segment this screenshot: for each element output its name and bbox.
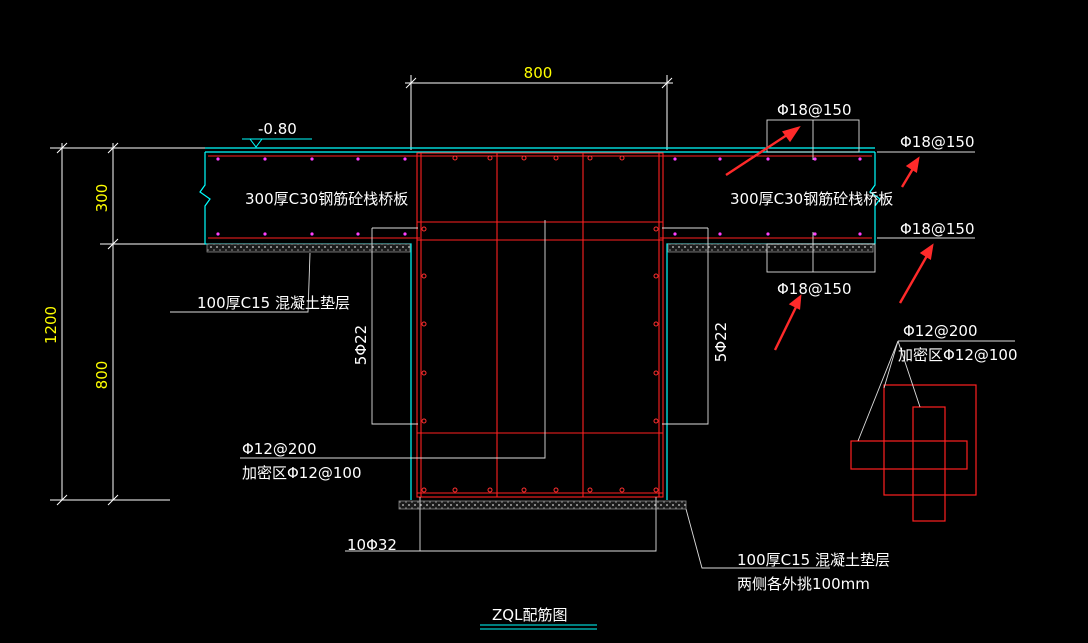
slab-bar-dots — [216, 157, 862, 236]
rebar-callout-right-bottom: Φ18@150 — [900, 220, 975, 238]
dimension-300-label: 300 — [93, 184, 111, 213]
top-dimension — [405, 75, 673, 150]
slab-label-left: 300厚C30钢筋砼栈桥板 — [245, 190, 408, 208]
cushion-label-left: 100厚C15 混凝土垫层 — [197, 294, 350, 312]
cushion-label-bottom: 100厚C15 混凝土垫层 — [737, 551, 890, 569]
rebar-callout-bottom: Φ18@150 — [777, 280, 852, 298]
stirrup-dense-label: 加密区Φ12@100 — [242, 464, 362, 482]
annotation-arrows — [725, 125, 934, 351]
cushion-right — [667, 243, 874, 253]
detail-stirrup-label: Φ12@200 — [903, 322, 978, 340]
beam-cage — [416, 152, 664, 498]
drawing-title: ZQL配筋图 — [492, 606, 567, 624]
dimension-1200-label: 1200 — [42, 306, 60, 344]
rebar-callout-top: Φ18@150 — [777, 101, 852, 119]
cushion-note-bottom: 两侧各外挑100mm — [737, 575, 870, 593]
slab-rebars — [208, 155, 872, 241]
rebar-callout-right-top: Φ18@150 — [900, 133, 975, 151]
leader-lines — [170, 119, 1015, 569]
slab-label-right: 300厚C30钢筋砼栈桥板 — [730, 190, 893, 208]
stirrup-detail — [850, 384, 977, 522]
title-underline — [480, 624, 597, 630]
bottom-bars-label: 10Φ32 — [347, 536, 397, 554]
side-bars-left: 5Φ22 — [352, 325, 370, 365]
cushion-left — [206, 243, 411, 253]
detail-leaders — [857, 340, 921, 442]
left-dimensions — [50, 142, 205, 506]
elevation-label: -0.80 — [258, 120, 297, 138]
beam-bars — [421, 155, 659, 493]
side-bars-right: 5Φ22 — [712, 322, 730, 362]
dimension-800-label: 800 — [524, 64, 553, 82]
cushion-bottom — [398, 500, 687, 510]
dimension-800-depth-label: 800 — [93, 361, 111, 390]
elevation-marker — [242, 138, 312, 148]
detail-stirrup-dense-label: 加密区Φ12@100 — [898, 346, 1018, 364]
stirrup-label: Φ12@200 — [242, 440, 317, 458]
